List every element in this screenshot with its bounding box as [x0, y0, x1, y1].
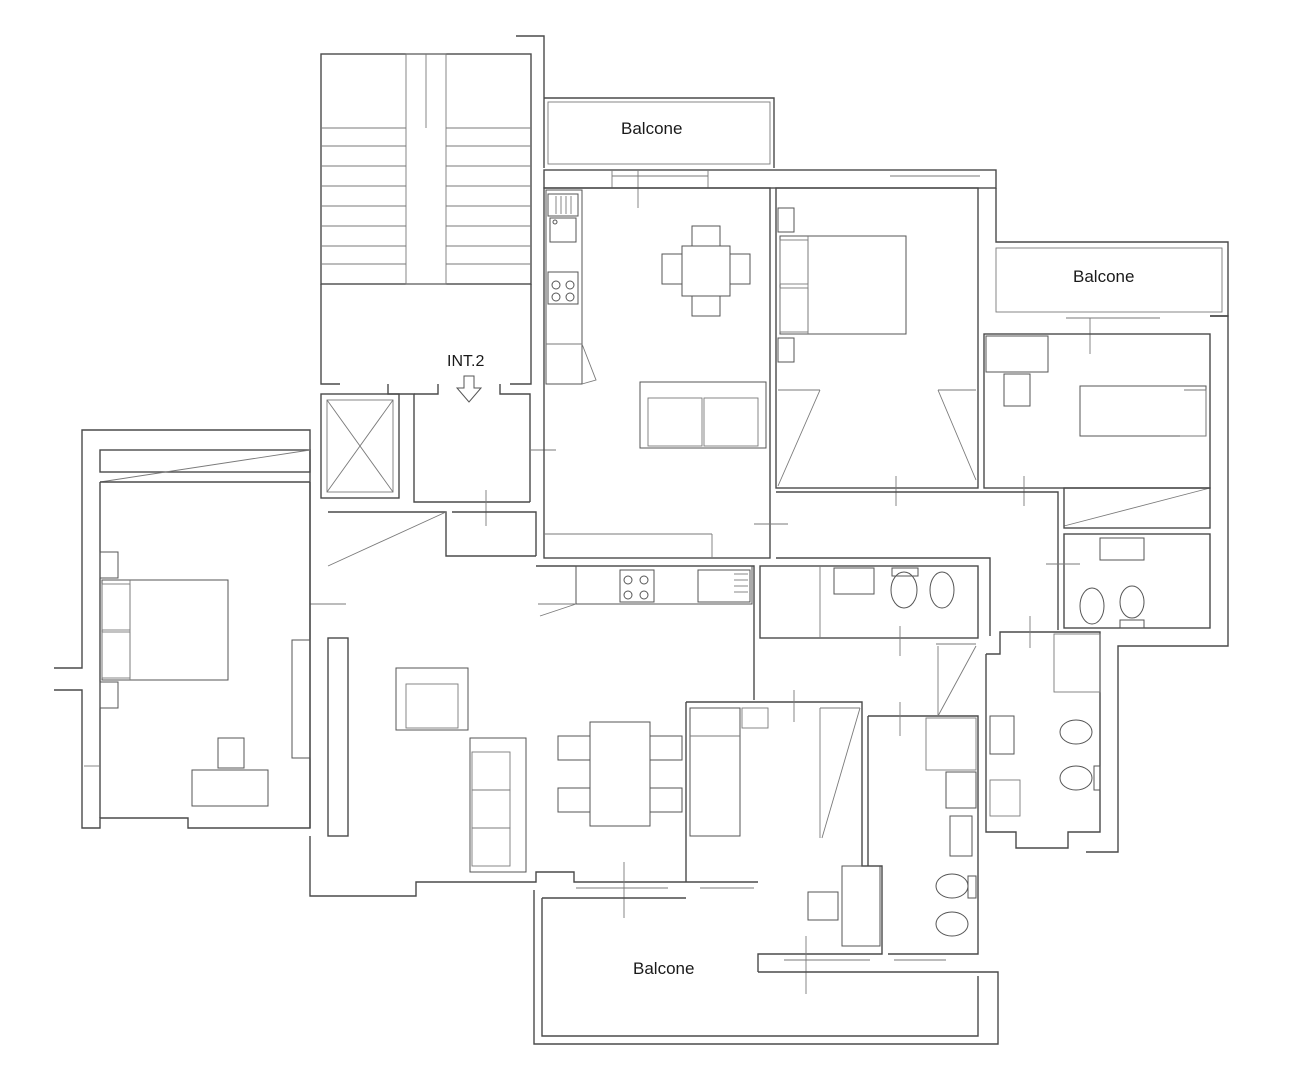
balcony-bottom-label: Balcone — [633, 959, 694, 978]
unit-entrance: INT.2 — [447, 353, 484, 403]
balcony-right: Balcone — [995, 188, 1229, 354]
entrance-arrow-icon — [455, 375, 483, 403]
room-bedroom-right — [983, 333, 1211, 506]
room-bedroom-top — [775, 187, 979, 506]
room-kitchen-living — [543, 169, 997, 559]
elevator-shaft-icon — [326, 399, 394, 493]
room-living — [309, 511, 755, 918]
room-bedroom-left — [54, 429, 311, 829]
balcony-bottom: Balcone — [533, 881, 999, 1045]
balcony-right-label: Balcone — [1073, 267, 1134, 286]
balcony-top-label: Balcone — [621, 119, 682, 138]
room-bedroom-bottom — [685, 690, 883, 994]
unit-entrance-label: INT.2 — [447, 353, 484, 370]
balcony-top: Balcone — [543, 97, 775, 168]
staircase — [320, 35, 545, 285]
room-corridor — [776, 487, 1211, 636]
landing — [320, 284, 556, 526]
room-bathroom-center — [759, 565, 979, 656]
room-bathroom-bottom — [867, 643, 979, 961]
room-bathroom-far-right — [985, 315, 1229, 853]
room-bathroom-right — [1046, 533, 1211, 629]
